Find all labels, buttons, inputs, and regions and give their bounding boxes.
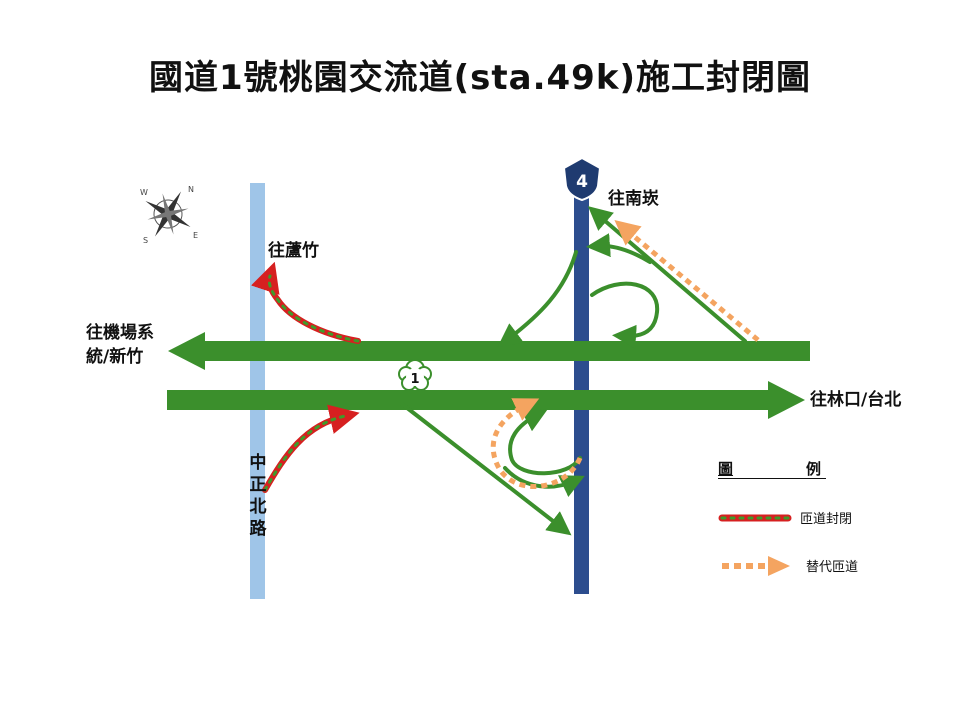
legend-closed-label: 匝道封閉 [800,512,853,527]
compass-letter-w: W [140,188,148,197]
compass-letter-s: S [143,236,148,245]
eastbound-freeway [167,381,805,419]
compass-rose-icon [145,191,191,237]
compass-letter-n: N [188,185,194,194]
label-to-airport-line2: 統/新竹 [86,347,144,367]
green-ramps [400,206,747,536]
alternative-ramps [490,219,760,489]
label-to-nankan: 往南崁 [608,189,659,209]
national-freeway-shield-number: 1 [410,372,419,387]
legend-title-left: 圖 [718,460,734,478]
label-zhongzheng-road: 中 正 北 路 [249,453,267,539]
compass-letter-e: E [193,231,198,240]
legend-alternative-sample [722,556,790,576]
legend-title-underline [718,478,826,479]
label-to-luzhu: 往蘆竹 [268,241,319,261]
national-freeway-shield [398,359,432,391]
label-to-airport-line1: 往機場系 [86,323,154,343]
provincial-highway-shield [562,156,602,202]
provincial-highway-shield-number: 4 [576,172,588,192]
closed-ramps [251,261,361,493]
westbound-freeway [168,332,810,370]
legend-alternative-label: 替代匝道 [806,560,859,575]
legend-title-right: 例 [806,460,822,478]
page-title: 國道1號桃園交流道(sta.49k)施工封閉圖 [148,58,811,98]
label-to-linkou-taipei: 往林口/台北 [810,390,902,410]
